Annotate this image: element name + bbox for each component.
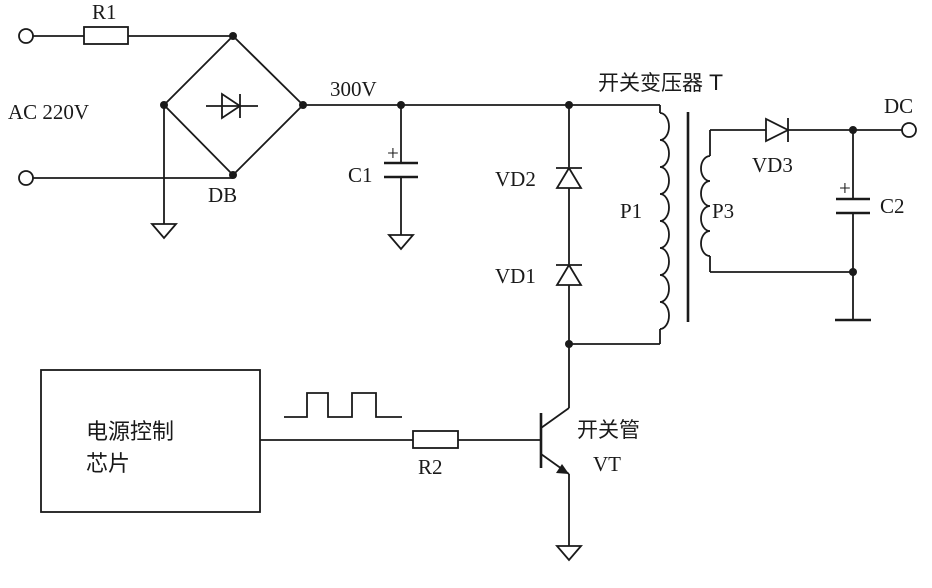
ac-terminal-top [18,28,34,44]
bridge-ground [150,105,178,240]
c2-plus: + [839,176,851,200]
c1-capacitor [384,101,418,251]
c2-capacitor [835,126,871,322]
chip-label-line1: 电源控制 [86,420,174,445]
r1-resistor [83,26,129,45]
c1-label: C1 [348,163,373,187]
p3-label: P3 [712,199,734,223]
r2-label: R2 [418,455,443,479]
dc-terminal [901,122,917,138]
db-label: DB [208,183,237,207]
emitter-arrow [556,464,569,474]
ac-input-bottom-wire [18,170,233,186]
vd2-diode [555,166,583,189]
primary-winding-p1 [569,105,670,345]
c1-plus: + [387,141,399,165]
switch-label-line1: 开关管 [577,418,640,442]
ac-terminal-bottom [18,170,34,186]
ground-icon [150,223,178,240]
ac-input-top-wire [18,26,233,45]
snubber-branch [555,101,583,348]
switch-label-line2: VT [593,452,621,476]
ac-label: AC 220V [8,100,89,124]
switch-transistor-vt [539,344,583,562]
vd3-diode [765,117,902,143]
c2-label: C2 [880,194,905,218]
transformer-label: 开关变压器 T [598,71,723,95]
r2-resistor [412,430,459,449]
pwm-waveform [284,392,402,418]
secondary-winding-p3 [700,129,853,273]
bridge-rectifier [160,32,307,179]
vd3-label: VD3 [752,153,793,177]
power-control-chip [40,369,261,513]
vd1-label: VD1 [495,264,536,288]
ground-icon [555,545,583,562]
300v-label: 300V [330,77,377,101]
chip-label-line2: 芯片 [86,452,130,477]
p1-label: P1 [620,199,642,223]
vd1-diode [555,263,583,286]
vd2-label: VD2 [495,167,536,191]
ground-icon [387,234,415,251]
dc-label: DC [884,94,913,118]
r1-label: R1 [92,0,117,24]
